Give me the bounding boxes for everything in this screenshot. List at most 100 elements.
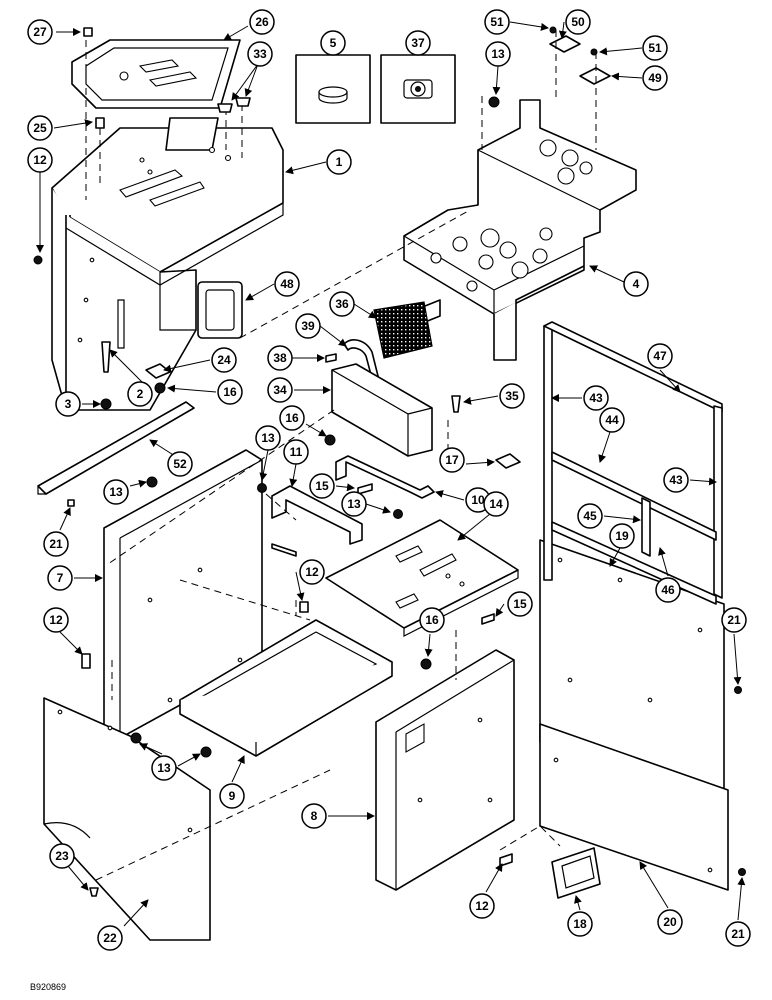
callout-4: 4	[623, 271, 649, 297]
svg-text:10: 10	[471, 493, 485, 507]
bolt-12-b	[299, 601, 309, 613]
gasket-48	[197, 281, 243, 339]
nut-16-a	[154, 382, 166, 394]
svg-text:43: 43	[589, 391, 603, 405]
svg-text:12: 12	[475, 899, 489, 913]
clip-17	[495, 453, 521, 469]
svg-text:22: 22	[103, 931, 117, 945]
callout-50: 50	[565, 9, 591, 35]
callout-44: 44	[599, 407, 625, 433]
callout-19: 19	[609, 523, 635, 549]
svg-text:27: 27	[33, 25, 47, 39]
nut-13-upper	[488, 96, 500, 108]
callout-3: 3	[55, 391, 81, 417]
callout-24: 24	[211, 347, 237, 373]
svg-text:37: 37	[411, 36, 425, 50]
svg-text:12: 12	[33, 153, 47, 167]
callout-8: 8	[301, 803, 327, 829]
callout-13-b: 13	[103, 479, 129, 505]
bracket-10	[335, 455, 435, 499]
svg-text:15: 15	[315, 479, 329, 493]
svg-text:1: 1	[336, 155, 343, 169]
callout-12-mid: 12	[299, 559, 325, 585]
bracket-11	[271, 485, 363, 545]
callout-47: 47	[647, 343, 673, 369]
callout-48: 48	[274, 271, 300, 297]
callout-21-right: 21	[721, 607, 747, 633]
callout-15-lower: 15	[507, 591, 533, 617]
nut-16-b	[324, 434, 336, 446]
screw-21-b	[734, 686, 742, 694]
svg-text:7: 7	[57, 571, 64, 585]
svg-text:16: 16	[223, 385, 237, 399]
svg-text:36: 36	[335, 297, 349, 311]
callout-51-right: 51	[642, 35, 668, 61]
callout-14: 14	[483, 491, 509, 517]
svg-text:2: 2	[137, 387, 144, 401]
callout-43-left: 43	[583, 385, 609, 411]
front-panel-8	[375, 649, 515, 891]
callout-12-bottom: 12	[469, 893, 495, 919]
svg-text:21: 21	[727, 613, 741, 627]
svg-text:21: 21	[49, 537, 63, 551]
callout-43-right: 43	[663, 467, 689, 493]
callout-16-lower: 16	[419, 607, 445, 633]
svg-text:51: 51	[490, 15, 504, 29]
callout-52: 52	[167, 451, 193, 477]
cover-plate-49	[579, 67, 611, 85]
callout-21-bottom: 21	[725, 921, 751, 947]
console-base-bracket	[403, 99, 637, 361]
callout-34: 34	[267, 377, 293, 403]
svg-text:12: 12	[305, 565, 319, 579]
callout-20: 20	[657, 909, 683, 935]
svg-text:35: 35	[505, 389, 519, 403]
lower-side-panel-22	[43, 697, 211, 941]
svg-text:33: 33	[253, 47, 267, 61]
nut-13-d	[130, 732, 142, 744]
nut-16-c	[420, 658, 432, 670]
screw-21-a	[67, 499, 75, 507]
nut-12-upper	[33, 255, 43, 265]
screw-25	[95, 117, 105, 129]
svg-text:20: 20	[663, 915, 677, 929]
svg-text:12: 12	[49, 613, 63, 627]
connector-18	[551, 847, 601, 899]
screw-15-a	[357, 483, 373, 495]
callout-49: 49	[642, 65, 668, 91]
svg-text:51: 51	[648, 41, 662, 55]
svg-text:21: 21	[731, 927, 745, 941]
callout-15-upper: 15	[309, 473, 335, 499]
part-37-detail-box	[380, 54, 456, 124]
callout-35: 35	[499, 383, 525, 409]
screw-51-a	[549, 26, 557, 34]
callout-25: 25	[27, 115, 53, 141]
callout-37: 37	[405, 30, 431, 56]
drawing-reference: B920869	[30, 982, 66, 992]
svg-text:15: 15	[513, 597, 527, 611]
callout-13-c: 13	[341, 491, 367, 517]
svg-text:25: 25	[33, 121, 47, 135]
screw-23	[89, 887, 99, 897]
console-housing	[51, 117, 284, 411]
callout-1: 1	[326, 149, 352, 175]
callout-51-top: 51	[484, 9, 510, 35]
console-box-34	[331, 363, 433, 457]
screw-51-b	[590, 48, 598, 56]
trim-strip-52	[37, 401, 195, 495]
callout-16-mid: 16	[279, 405, 305, 431]
callout-11: 11	[283, 439, 309, 465]
svg-text:4: 4	[633, 277, 640, 291]
mounting-plate-14	[325, 519, 519, 637]
knob-33b	[235, 97, 251, 107]
svg-text:39: 39	[301, 319, 315, 333]
svg-text:8: 8	[311, 809, 318, 823]
callout-33: 33	[247, 41, 273, 67]
callout-13-top: 13	[485, 41, 511, 67]
svg-text:46: 46	[661, 583, 675, 597]
nut-13-e	[200, 746, 212, 758]
svg-text:13: 13	[491, 47, 505, 61]
svg-text:24: 24	[217, 353, 231, 367]
callout-26: 26	[249, 9, 275, 35]
nut-3	[100, 398, 112, 410]
